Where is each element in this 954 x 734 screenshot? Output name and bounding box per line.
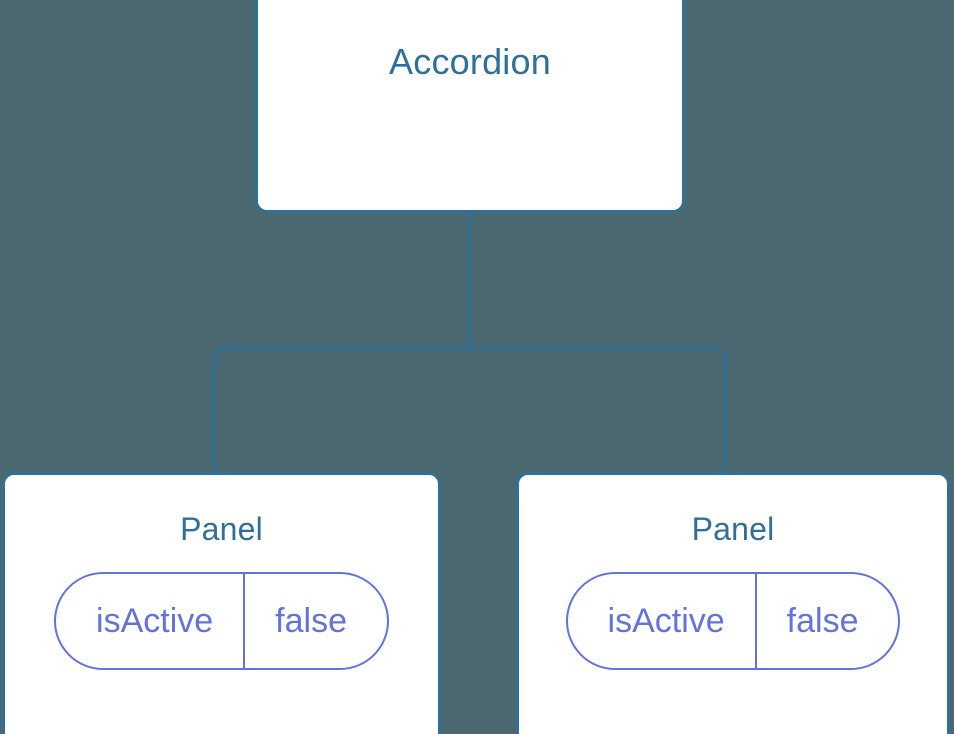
node-panel-right[interactable]: Panel isActive false — [516, 472, 950, 734]
state-key-is-active: isActive — [56, 574, 246, 668]
node-panel-right-label: Panel — [691, 511, 775, 547]
node-accordion-label: Accordion — [389, 40, 551, 82]
state-pill-panel-right: isActive false — [565, 572, 901, 670]
node-panel-left-label: Panel — [180, 511, 263, 547]
state-pill-panel-left: isActive false — [54, 572, 389, 670]
edge-root-to-panel-right — [470, 346, 727, 476]
state-key-is-active: isActive — [568, 574, 757, 668]
node-accordion[interactable]: Accordion — [255, 0, 685, 213]
edge-root-to-panel-left — [212, 346, 470, 476]
state-value-is-active: false — [275, 602, 347, 640]
node-panel-left[interactable]: Panel isActive false — [2, 472, 441, 734]
state-value-is-active: false — [786, 602, 859, 640]
